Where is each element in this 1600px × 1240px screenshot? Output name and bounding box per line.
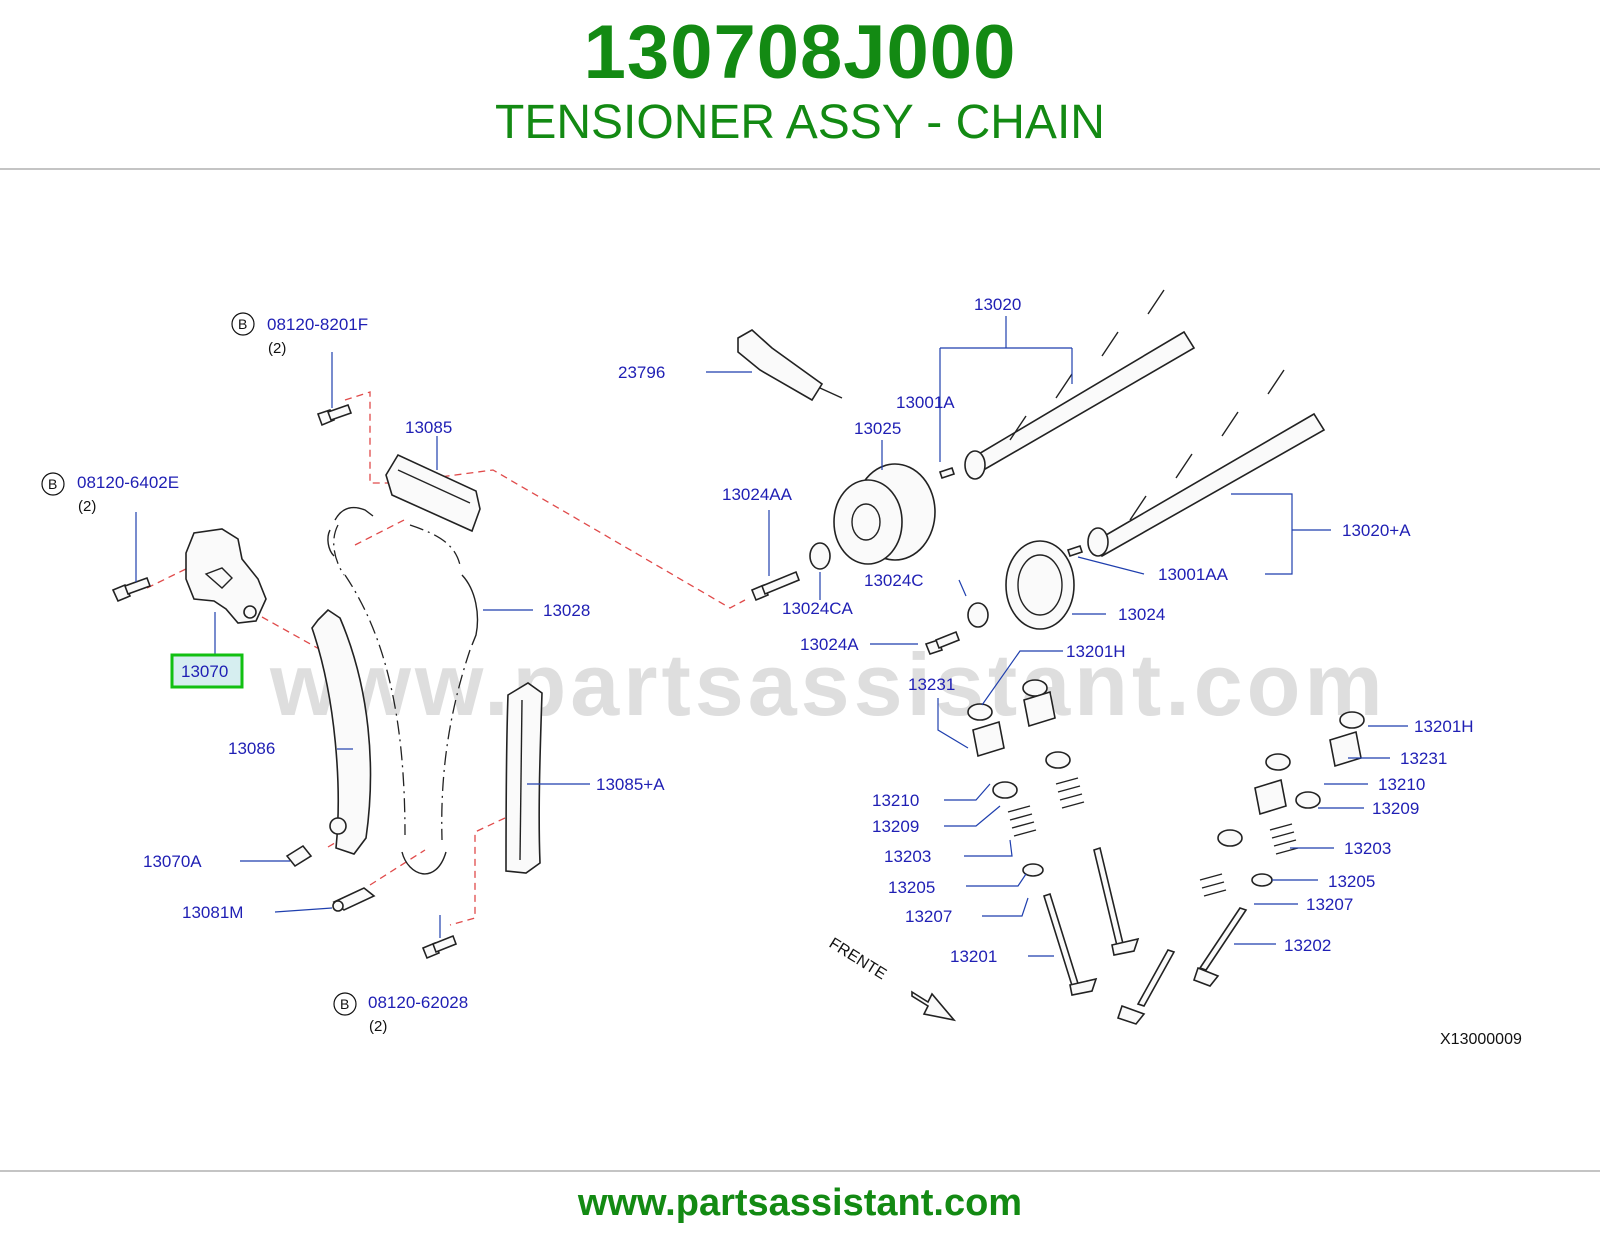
badge-circle [333,992,357,1016]
sprocket-13025-shape [833,463,936,565]
callout-13203-left[interactable]: 13203 [884,847,931,866]
parts-diagram: www.partsassistant.com [41,289,1522,1048]
page-header: 130708J000 TENSIONER ASSY - CHAIN [0,0,1600,168]
bolt-13024AA [750,570,801,602]
callout-13210-right[interactable]: 13210 [1378,775,1425,794]
qty-08120-62028: (2) [369,1018,387,1035]
callout-23796[interactable]: 23796 [618,363,665,382]
footer-divider [0,1170,1600,1172]
timing-chain-13028 [327,506,479,875]
badge-circle [41,472,65,496]
slack-guide-13086 [311,608,372,855]
callout-13203-right[interactable]: 13203 [1344,839,1391,858]
highlight-box-13070 [170,653,244,689]
callout-13024AA[interactable]: 13024AA [722,485,793,504]
qty-08120-6402E: (2) [78,498,96,515]
callout-13086[interactable]: 13086 [228,739,275,758]
badge-circle [231,312,255,336]
callout-13207-left[interactable]: 13207 [905,907,952,926]
footer-url[interactable]: www.partsassistant.com [577,1182,1023,1224]
callout-08120-8201F[interactable]: 08120-8201F [267,315,368,334]
callout-13207-right[interactable]: 13207 [1306,895,1353,914]
part-13081M [332,887,376,912]
callout-13201H-right[interactable]: 13201H [1414,717,1474,736]
callout-13201[interactable]: 13201 [950,947,997,966]
washer-13024CA [809,542,831,570]
callout-13024A[interactable]: 13024A [800,635,859,654]
callout-13070[interactable]: 13070 [181,662,228,681]
callout-13205-right[interactable]: 13205 [1328,872,1375,891]
camshaft-13020-shape [964,289,1196,480]
sprocket-13024-shape [1005,540,1075,630]
callout-13205-left[interactable]: 13205 [888,878,935,897]
callout-08120-62028[interactable]: 08120-62028 [368,993,468,1012]
callout-13202[interactable]: 13202 [1284,936,1331,955]
tension-guide-13085A [505,682,543,874]
callout-13085A[interactable]: 13085+A [596,775,665,794]
callout-13210-left[interactable]: 13210 [872,791,919,810]
bolt-08120-8201F [316,403,353,427]
qty-08120-8201F: (2) [268,340,286,357]
bolt-08120-6402E [111,576,152,603]
valve-stack-right [1116,711,1365,1025]
bolt-08120-62028 [421,934,458,960]
badge-letter: B [238,316,247,332]
callout-08120-6402E[interactable]: 08120-6402E [77,473,179,492]
callout-13028[interactable]: 13028 [543,601,590,620]
callout-13001A[interactable]: 13001A [896,393,955,412]
callout-13025[interactable]: 13025 [854,419,901,438]
callout-13020A[interactable]: 13020+A [1342,521,1411,540]
bolt-13024A [924,630,961,655]
sensor-23796-shape [737,329,843,402]
callout-13209-right[interactable]: 13209 [1372,799,1419,818]
frente-direction-arrow [911,990,957,1022]
callout-13020[interactable]: 13020 [974,295,1021,314]
pin-13001A [938,466,956,480]
guide-13085-shape [385,453,481,533]
callout-13024[interactable]: 13024 [1118,605,1165,624]
callout-13231-left[interactable]: 13231 [908,675,955,694]
camshaft-13020A-shape [1087,369,1326,558]
pin-13001AA [1066,544,1084,558]
badge-letter: B [340,996,349,1012]
washer-13024C [967,602,989,628]
callout-13209-left[interactable]: 13209 [872,817,919,836]
frente-label: FRENTE [826,935,889,983]
header-divider [0,168,1600,170]
bolt-callout-08120-6402E[interactable]: B 08120-6402E (2) [41,472,179,515]
badge-letter: B [48,476,57,492]
bolt-callout-08120-62028[interactable]: B 08120-62028 (2) [333,992,468,1035]
pin-13070A [285,844,313,868]
callout-13001AA[interactable]: 13001AA [1158,565,1229,584]
tensioner-13070-shape [185,528,267,624]
part-number-title: 130708J000 [583,10,1017,95]
part-name-subtitle: TENSIONER ASSY - CHAIN [495,96,1105,149]
callout-13024CA[interactable]: 13024CA [782,599,854,618]
valve-stack-left [967,679,1140,996]
watermark-text: www.partsassistant.com [269,635,1387,734]
bolt-callout-08120-8201F[interactable]: B 08120-8201F (2) [231,312,368,357]
leader-lines [135,316,1408,957]
callout-13231-right[interactable]: 13231 [1400,749,1447,768]
callout-13070A[interactable]: 13070A [143,852,202,871]
callout-13024C[interactable]: 13024C [864,571,924,590]
callout-13085[interactable]: 13085 [405,418,452,437]
diagram-reference-code: X13000009 [1440,1031,1522,1048]
callout-13201H-left[interactable]: 13201H [1066,642,1126,661]
callout-13081M[interactable]: 13081M [182,903,243,922]
